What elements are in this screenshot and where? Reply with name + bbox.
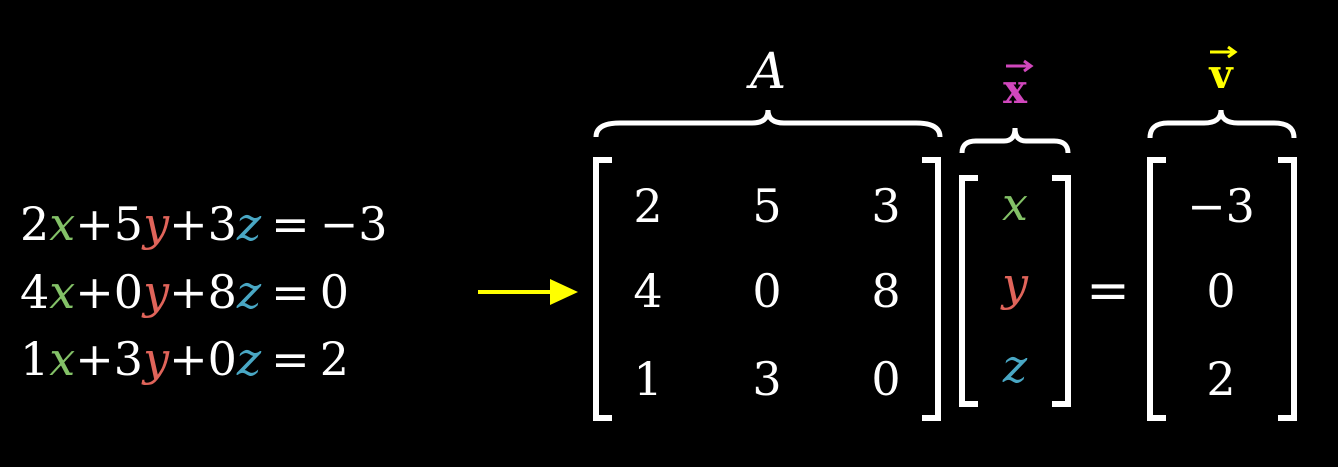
left-bracket	[593, 157, 612, 421]
var-y: y	[141, 265, 170, 319]
var-x: x	[49, 197, 75, 251]
plus-sign: +	[75, 332, 114, 386]
rhs-value: −3	[320, 197, 388, 251]
matrix-a: A 2 5 3 4 0 8 1 3 0	[593, 42, 943, 421]
vector-arrow-icon	[1006, 59, 1034, 73]
right-bracket	[1052, 175, 1071, 407]
left-bracket	[1147, 157, 1166, 421]
equation-row-2: 4x+0y+8z=0	[20, 265, 349, 319]
equals-sign: =	[1086, 261, 1130, 321]
coef-z: 0	[208, 332, 237, 386]
coef-x: 2	[20, 197, 49, 251]
plus-sign: +	[75, 265, 114, 319]
brace-over-matrix	[593, 109, 943, 138]
vector-x-label: x	[1003, 59, 1034, 113]
var-x: x	[49, 265, 75, 319]
brace-over-vector-v	[1147, 109, 1297, 139]
vector-v-entry: 2	[1206, 352, 1235, 406]
matrix-entry: 8	[871, 264, 900, 318]
right-bracket	[1278, 157, 1297, 421]
vector-x-entry: y	[1000, 257, 1029, 311]
coef-y: 3	[114, 332, 143, 386]
vector-x-letter: x	[1003, 66, 1028, 113]
transform-arrow	[478, 279, 578, 305]
matrix-entry: 2	[633, 179, 662, 233]
brace-over-vector-x	[959, 127, 1071, 154]
vector-v-entry: 0	[1206, 264, 1235, 318]
vector-x: x x y z	[959, 59, 1071, 407]
coef-x: 1	[20, 332, 49, 386]
var-y: y	[141, 197, 170, 251]
matrix-entry: 1	[633, 352, 662, 406]
rhs-value: 2	[320, 332, 349, 386]
coef-y: 0	[114, 265, 143, 319]
vector-x-entry: x	[1002, 177, 1028, 231]
vector-v-entry: −3	[1187, 179, 1255, 233]
plus-sign: +	[169, 197, 208, 251]
coef-z: 8	[208, 265, 237, 319]
matrix-entry: 5	[752, 179, 781, 233]
equals-sign: =	[271, 332, 310, 386]
vector-v-label: v	[1208, 45, 1238, 98]
matrix-entry: 0	[871, 352, 900, 406]
right-bracket	[922, 157, 941, 421]
coef-x: 4	[20, 265, 49, 319]
vector-x-entry: z	[1002, 339, 1028, 393]
equals-sign: =	[271, 197, 310, 251]
coef-y: 5	[114, 197, 143, 251]
matrix-entry: 3	[871, 179, 900, 233]
equation-row-3: 1x+3y+0z=2	[20, 332, 349, 386]
matrix-label: A	[746, 42, 786, 100]
coef-z: 3	[208, 197, 237, 251]
vector-arrow-icon	[1210, 45, 1238, 59]
arrow-head	[550, 279, 578, 305]
var-z: z	[236, 265, 262, 319]
matrix-entry: 3	[752, 352, 781, 406]
var-z: z	[236, 332, 262, 386]
equation-system: 2x+5y+3z=−3 4x+0y+8z=0 1x+3y+0z=2	[20, 197, 388, 386]
left-bracket	[959, 175, 978, 407]
vector-v-letter: v	[1208, 51, 1234, 98]
var-z: z	[236, 197, 262, 251]
var-y: y	[141, 332, 170, 386]
plus-sign: +	[75, 197, 114, 251]
plus-sign: +	[169, 332, 208, 386]
vector-v: v −3 0 2	[1147, 45, 1297, 421]
equals-sign: =	[271, 265, 310, 319]
plus-sign: +	[169, 265, 208, 319]
equation-row-1: 2x+5y+3z=−3	[20, 197, 388, 251]
matrix-entry: 4	[633, 264, 662, 318]
rhs-value: 0	[320, 265, 349, 319]
var-x: x	[49, 332, 75, 386]
matrix-entry: 0	[752, 264, 781, 318]
